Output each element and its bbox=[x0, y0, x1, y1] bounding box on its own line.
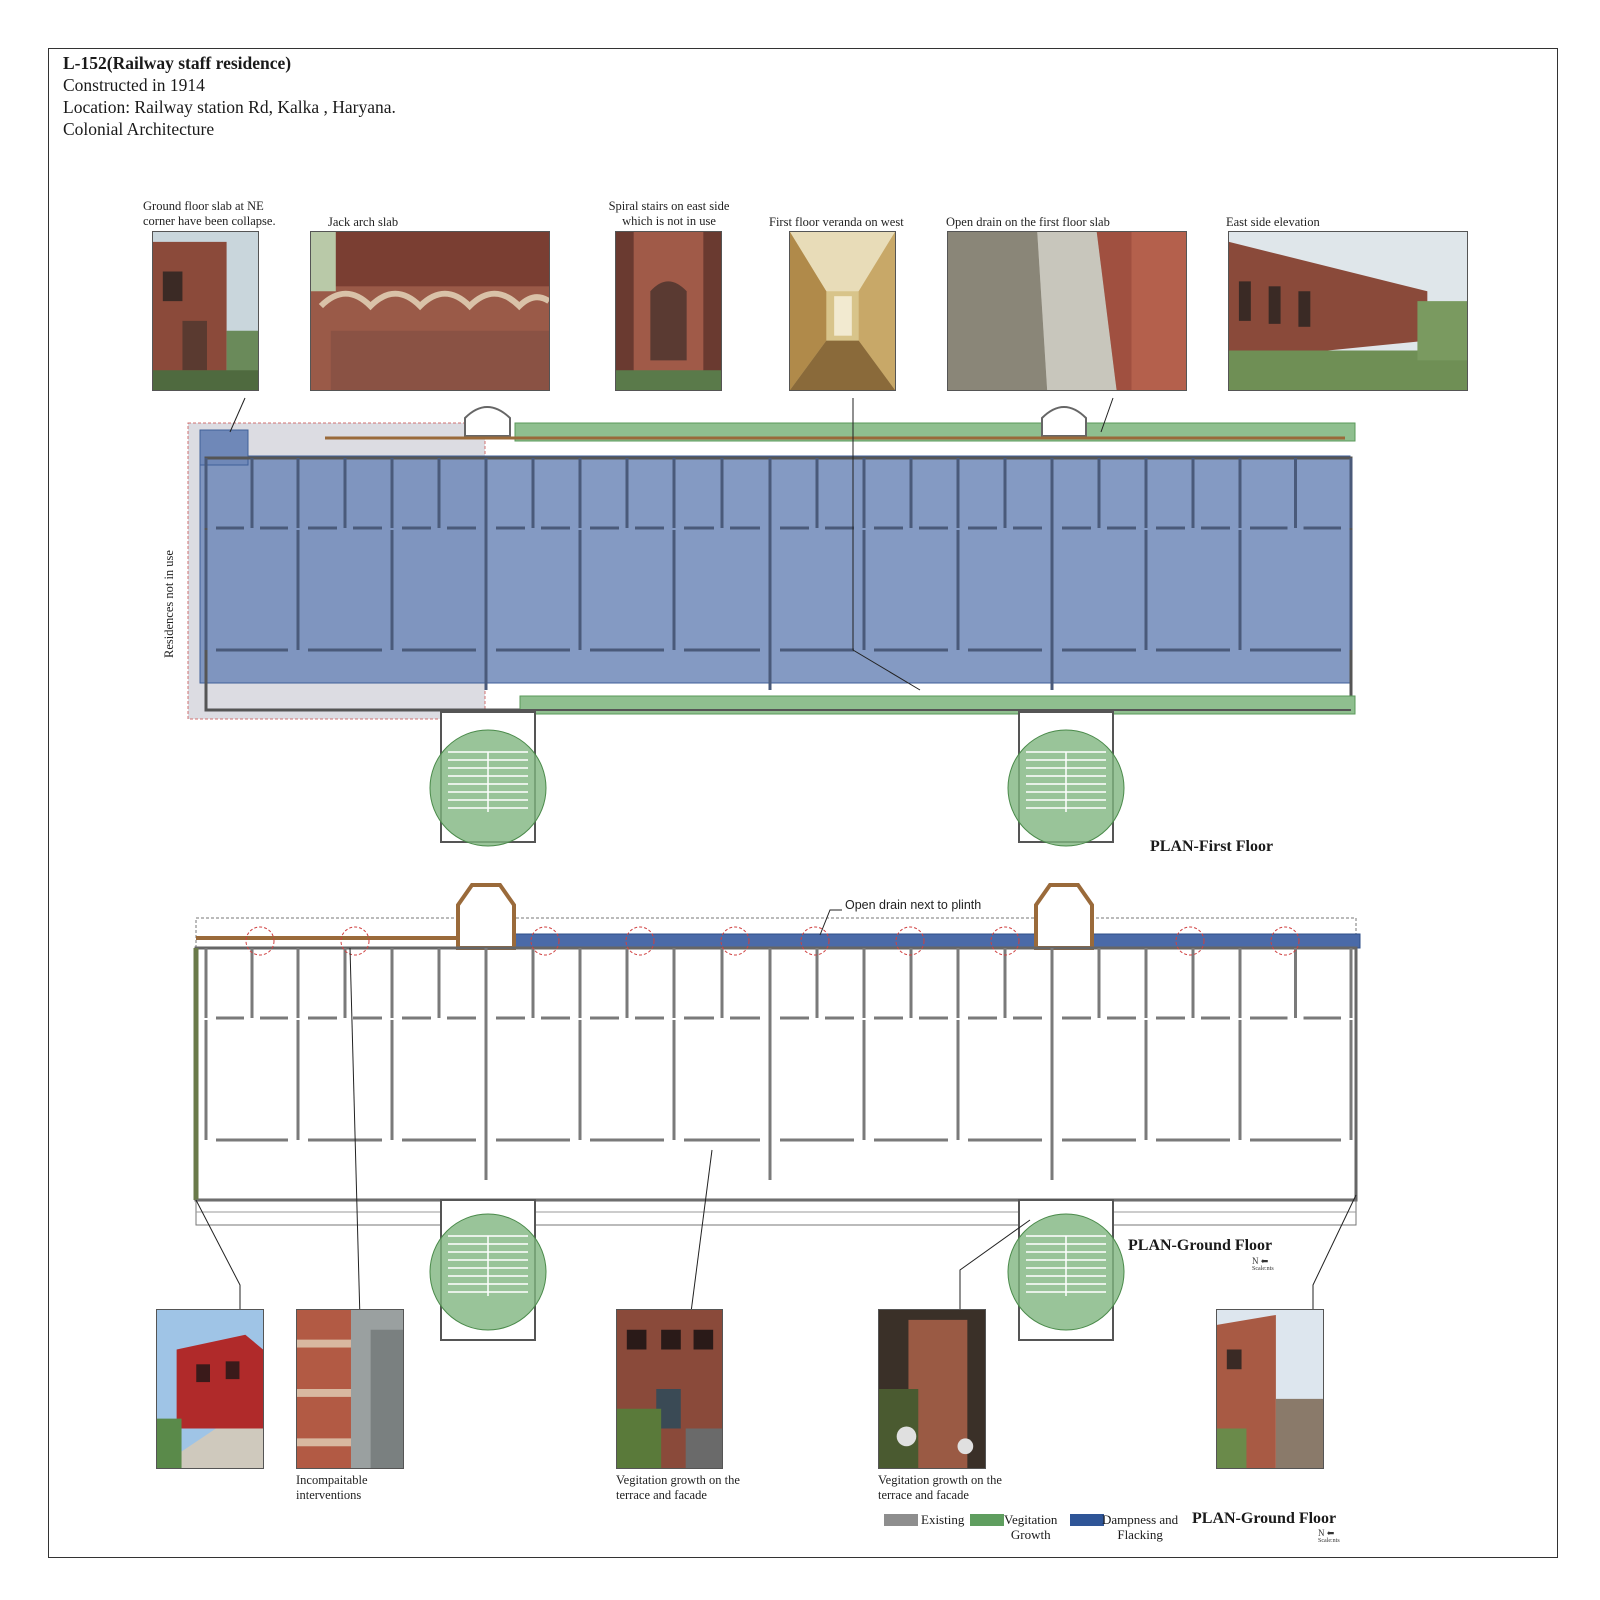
ground-floor-outer-wall bbox=[194, 946, 1358, 1202]
top-caption-4: First floor veranda on west bbox=[769, 215, 904, 229]
ground-stair-west bbox=[456, 883, 516, 950]
north-arrow-1: N ⬅ bbox=[1252, 1256, 1269, 1266]
spiral-stair-west bbox=[464, 406, 511, 437]
legend-swatch-vegetation bbox=[970, 1514, 1004, 1526]
first-floor-partitions bbox=[204, 458, 1353, 690]
open-drain-label: Open drain next to plinth bbox=[845, 898, 982, 912]
location-text: Location: Railway station Rd, Kalka , Ha… bbox=[63, 97, 396, 117]
ground-damp-strip bbox=[514, 933, 1361, 949]
scale-note-1: Scale:nts bbox=[1252, 1266, 1274, 1272]
ground-floor-plan bbox=[193, 883, 1361, 1341]
legend-plan-title: PLAN-Ground Floor bbox=[1192, 1510, 1337, 1527]
first-floor-title: PLAN-First Floor bbox=[1150, 838, 1274, 855]
photo-red-building bbox=[156, 1309, 264, 1469]
top-caption-5: Open drain on the first floor slab bbox=[946, 215, 1110, 229]
scale-note-2: Scale:nts bbox=[1318, 1538, 1340, 1544]
architecture-style: Colonial Architecture bbox=[63, 119, 215, 139]
vegetation-bottom-strip bbox=[519, 695, 1356, 715]
photo-spiral-stairs bbox=[615, 231, 722, 391]
photo-vegetation-1 bbox=[616, 1309, 723, 1469]
first-floor-plan bbox=[187, 397, 1356, 847]
photo-jack-arch bbox=[310, 231, 550, 391]
photo-open-drain bbox=[947, 231, 1187, 391]
legend-swatch-dampness bbox=[1070, 1514, 1104, 1526]
photo-interventions bbox=[296, 1309, 404, 1469]
spiral-stair-east bbox=[1041, 406, 1087, 437]
legend-swatch-existing bbox=[884, 1514, 918, 1526]
damp-spot-markers bbox=[245, 926, 1300, 956]
photo-veranda bbox=[789, 231, 896, 391]
top-caption-6: East side elevation bbox=[1226, 215, 1320, 229]
drawing-frame bbox=[48, 48, 1558, 1558]
photo-vegetation-2 bbox=[878, 1309, 986, 1469]
photo-east-elevation bbox=[1228, 231, 1468, 391]
legend-label-existing: Existing bbox=[921, 1512, 965, 1527]
ground-floor-partitions bbox=[204, 948, 1353, 1180]
ground-stair-east bbox=[1034, 883, 1094, 950]
residences-not-in-use-label: Residences not in use bbox=[162, 550, 176, 658]
photo-collapsed-slab bbox=[152, 231, 259, 391]
north-arrow-2: N ⬅ bbox=[1318, 1528, 1335, 1538]
top-caption-2: Jack arch slab bbox=[328, 215, 399, 229]
ground-floor-title: PLAN-Ground Floor bbox=[1128, 1237, 1273, 1254]
construction-year: Constructed in 1914 bbox=[63, 75, 205, 95]
building-title: L-152(Railway staff residence) bbox=[63, 53, 292, 73]
sheet-header: L-152(Railway staff residence) Construct… bbox=[63, 52, 396, 140]
photo-side-view bbox=[1216, 1309, 1324, 1469]
